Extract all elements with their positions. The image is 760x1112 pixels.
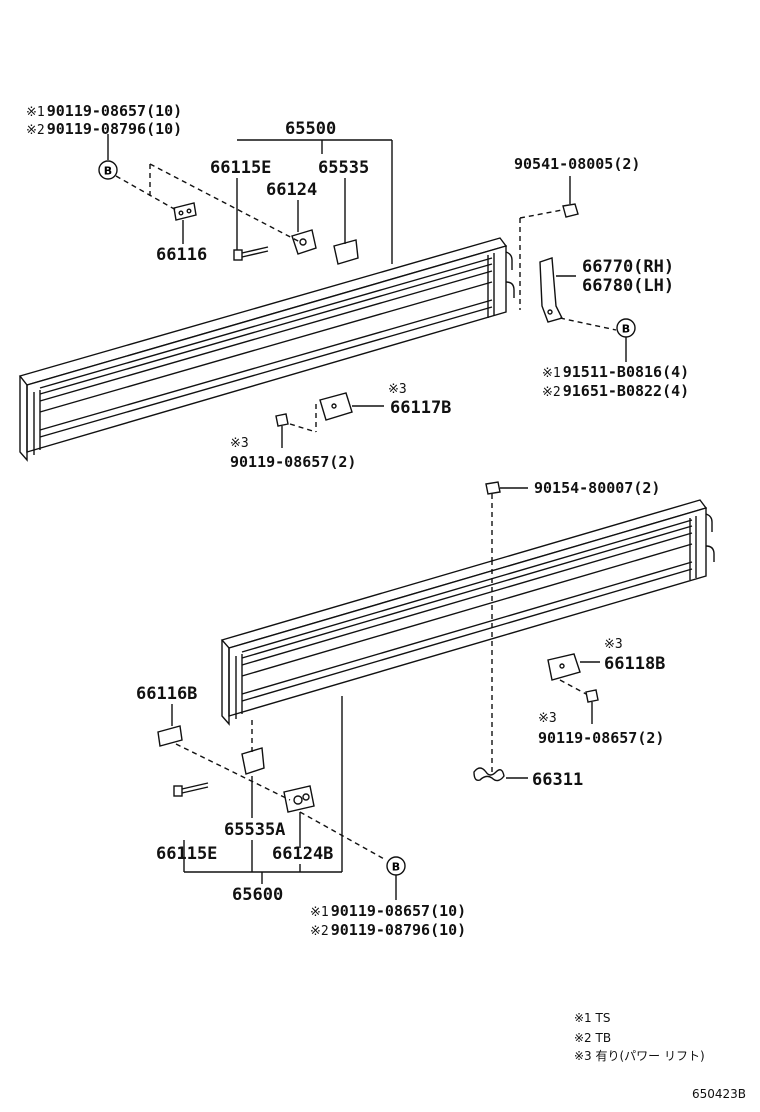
mark-3-90119-a: ※3 bbox=[230, 436, 249, 451]
part-66117B-bracket bbox=[319, 392, 353, 421]
callout-b-top-letter: B bbox=[104, 165, 112, 178]
note-bottom-1-text: 90119-08657(10) bbox=[330, 902, 467, 920]
mark-2: ※2 bbox=[542, 385, 561, 400]
legend-line-2: ※2 TB bbox=[574, 1031, 612, 1045]
part-66124-hinge bbox=[291, 229, 317, 255]
label-66780: 66780(LH) bbox=[582, 276, 675, 296]
label-66770: 66770(RH) bbox=[582, 257, 675, 277]
label-66116B: 66116B bbox=[136, 684, 198, 704]
callout-b-right-letter: B bbox=[622, 323, 630, 336]
upper-panel-65500 bbox=[18, 237, 515, 462]
part-66118B-bracket bbox=[547, 653, 581, 681]
label-65535: 65535 bbox=[318, 158, 370, 178]
part-65535-block bbox=[333, 239, 359, 265]
part-66124B-hinge bbox=[283, 785, 315, 813]
note-top-1-text: 90119-08657(10) bbox=[46, 102, 183, 120]
mark-1: ※1 bbox=[542, 366, 561, 381]
part-66116B-bracket bbox=[157, 725, 183, 747]
mark-3-90119-b: ※3 bbox=[538, 711, 557, 726]
part-90541-nut bbox=[562, 203, 579, 218]
label-65535A: 65535A bbox=[224, 820, 286, 840]
mark-2: ※2 bbox=[310, 924, 329, 939]
label-65600: 65600 bbox=[232, 885, 284, 905]
mark-2: ※2 bbox=[26, 123, 45, 138]
part-90119-bolt-b bbox=[585, 689, 599, 703]
note-top-2-text: 90119-08796(10) bbox=[46, 120, 183, 138]
legend-line-3: ※3 有り(パワー リフト) bbox=[574, 1049, 705, 1063]
label-90541: 90541-08005(2) bbox=[514, 155, 641, 173]
part-66770-bracket bbox=[539, 257, 564, 323]
label-66118B: 66118B bbox=[604, 654, 666, 674]
label-90119-2a: 90119-08657(2) bbox=[230, 453, 357, 471]
callout-b-top bbox=[98, 160, 118, 180]
label-66115E-b: 66115E bbox=[156, 844, 218, 864]
part-66115E-pin-b bbox=[173, 782, 209, 797]
note-bottom-2-text: 90119-08796(10) bbox=[330, 921, 467, 939]
label-91511: 91511-B0816(4) bbox=[562, 363, 690, 381]
label-66124B: 66124B bbox=[272, 844, 334, 864]
label-65500: 65500 bbox=[285, 119, 337, 139]
label-90119-2b: 90119-08657(2) bbox=[538, 729, 665, 747]
part-90154-screw bbox=[485, 481, 501, 495]
label-66116: 66116 bbox=[156, 245, 208, 265]
mark-1: ※1 bbox=[310, 905, 329, 920]
mark-1: ※1 bbox=[26, 105, 45, 120]
part-90119-bolt-a bbox=[275, 413, 289, 448]
label-66115E: 66115E bbox=[210, 158, 272, 178]
callout-b-bottom-letter: B bbox=[392, 861, 400, 874]
diagram-reference: 650423B bbox=[692, 1087, 747, 1101]
mark-3-66118B: ※3 bbox=[604, 637, 623, 652]
lower-panel-65600 bbox=[220, 499, 715, 726]
label-66117B: 66117B bbox=[390, 398, 452, 418]
part-66311-clip bbox=[473, 767, 505, 782]
part-65535A-block bbox=[241, 747, 265, 775]
legend-line-1: ※1 TS bbox=[574, 1011, 611, 1025]
part-66116-bracket bbox=[173, 202, 197, 221]
label-66311: 66311 bbox=[532, 770, 584, 790]
part-66115E-pin bbox=[233, 246, 269, 261]
mark-3-66117B: ※3 bbox=[388, 382, 407, 397]
label-90154: 90154-80007(2) bbox=[534, 479, 661, 497]
label-91651: 91651-B0822(4) bbox=[562, 382, 690, 400]
label-66124: 66124 bbox=[266, 180, 318, 200]
